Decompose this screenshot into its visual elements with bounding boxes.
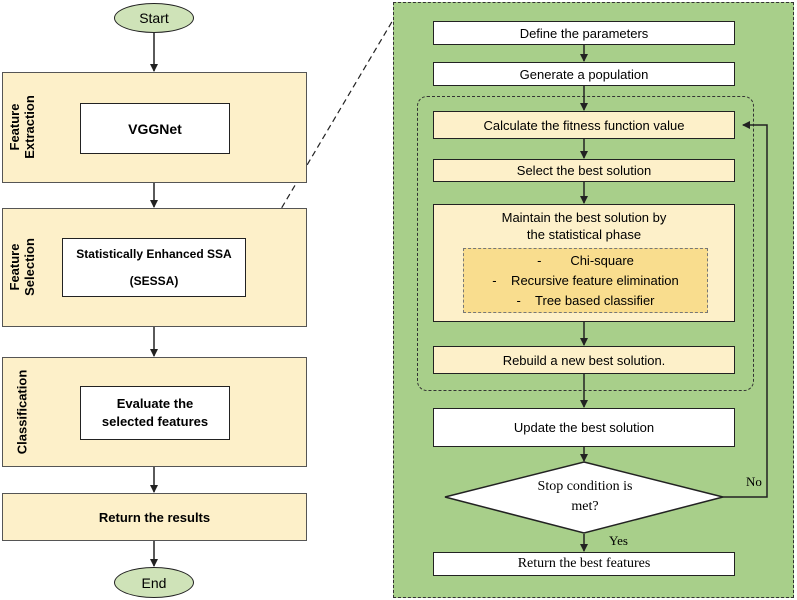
- zoom-link-line: [245, 19, 394, 269]
- arrow-no-loop: [723, 121, 768, 498]
- decision-text: Stop condition is met?: [500, 474, 670, 520]
- classification-label: Classification: [14, 369, 30, 455]
- return-results-label: Return the results: [98, 509, 211, 525]
- stat-method-tree-classifier: - Tree based classifier: [516, 292, 655, 308]
- decision-diamond: [444, 461, 724, 534]
- stat-method-chi-square: - Chi-square: [537, 252, 634, 268]
- fitness-function-box: Calculate the fitness function value: [433, 111, 735, 139]
- maintain-best-label: Maintain the best solution by the statis…: [501, 210, 667, 242]
- start-terminal: Start: [114, 3, 194, 33]
- evaluate-features-label: Evaluate the selected features: [101, 396, 209, 429]
- evaluate-features-box: Evaluate the selected features: [80, 386, 230, 440]
- rebuild-solution-box: Rebuild a new best solution.: [433, 346, 735, 374]
- return-best-features-box: Return the best features: [433, 552, 735, 576]
- return-results-box: Return the results: [2, 493, 307, 541]
- select-best-box: Select the best solution: [433, 159, 735, 182]
- fitness-function-label: Calculate the fitness function value: [483, 117, 685, 133]
- select-best-label: Select the best solution: [516, 163, 652, 178]
- rebuild-solution-label: Rebuild a new best solution.: [502, 352, 666, 368]
- feature-extraction-label: Feature Extraction: [7, 95, 37, 159]
- end-label: End: [141, 574, 167, 591]
- start-label: Start: [139, 10, 169, 26]
- sessa-label-line2: (SESSA): [129, 273, 179, 288]
- decision-label: Stop condition is met?: [537, 479, 633, 514]
- define-parameters-label: Define the parameters: [519, 25, 649, 41]
- vggnet-label: VGGNet: [128, 120, 182, 137]
- iteration-group: [417, 96, 754, 391]
- vggnet-box: VGGNet: [80, 103, 230, 154]
- yes-label: Yes: [609, 533, 628, 548]
- feature-selection-label: Feature Selection: [7, 238, 37, 296]
- return-best-features-label: Return the best features: [517, 556, 651, 571]
- sessa-box: Statistically Enhanced SSA (SESSA): [62, 238, 246, 297]
- statistical-methods-box: - Chi-square - Recursive feature elimina…: [463, 248, 708, 313]
- stat-method-rfe: - Recursive feature elimination: [492, 272, 679, 288]
- sessa-label-line1: Statistically Enhanced SSA: [76, 246, 232, 261]
- generate-population-label: Generate a population: [519, 66, 649, 82]
- update-best-label: Update the best solution: [513, 420, 655, 435]
- end-terminal: End: [114, 567, 194, 598]
- no-label: No: [746, 474, 762, 489]
- define-parameters-box: Define the parameters: [433, 21, 735, 45]
- update-best-box: Update the best solution: [433, 408, 735, 447]
- generate-population-box: Generate a population: [433, 62, 735, 86]
